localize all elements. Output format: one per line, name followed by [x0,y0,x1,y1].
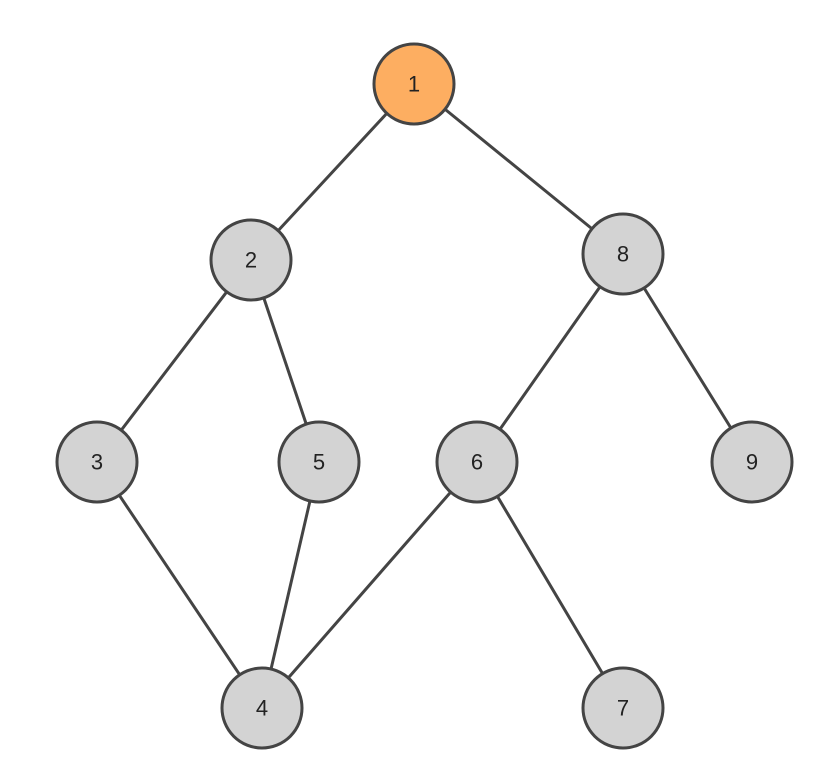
node-2: 2 [209,218,293,302]
node-circle-3 [55,420,139,504]
edge-5-4 [269,499,312,671]
edges-layer [117,107,733,680]
edge-6-4 [286,490,453,680]
node-8: 8 [581,212,665,296]
node-circle-9 [710,420,794,504]
edge-8-6 [498,285,602,431]
node-label-8: 8 [617,242,629,267]
node-5: 5 [277,420,361,504]
edge-1-8 [443,107,594,231]
node-9: 9 [710,420,794,504]
nodes-layer: 1 2 8 3 5 6 9 4 7 [55,42,794,750]
node-7: 7 [581,666,665,750]
node-circle-8 [581,212,665,296]
node-label-1: 1 [408,72,420,97]
edge-6-7 [495,494,605,676]
node-label-4: 4 [256,696,268,721]
node-1: 1 [372,42,456,126]
edge-1-2 [276,111,389,233]
edge-2-3 [119,290,229,432]
node-4: 4 [220,666,304,750]
node-circle-1 [372,42,456,126]
edge-2-5 [262,296,308,426]
node-circle-4 [220,666,304,750]
node-label-9: 9 [746,450,758,475]
node-label-3: 3 [91,450,103,475]
node-circle-2 [209,218,293,302]
node-label-6: 6 [471,450,483,475]
node-3: 3 [55,420,139,504]
node-circle-6 [435,420,519,504]
node-label-2: 2 [245,248,257,273]
node-circle-5 [277,420,361,504]
node-circle-7 [581,666,665,750]
node-6: 6 [435,420,519,504]
node-label-7: 7 [617,696,629,721]
edge-3-4 [117,493,242,677]
node-label-5: 5 [313,450,325,475]
edge-8-9 [642,286,733,430]
